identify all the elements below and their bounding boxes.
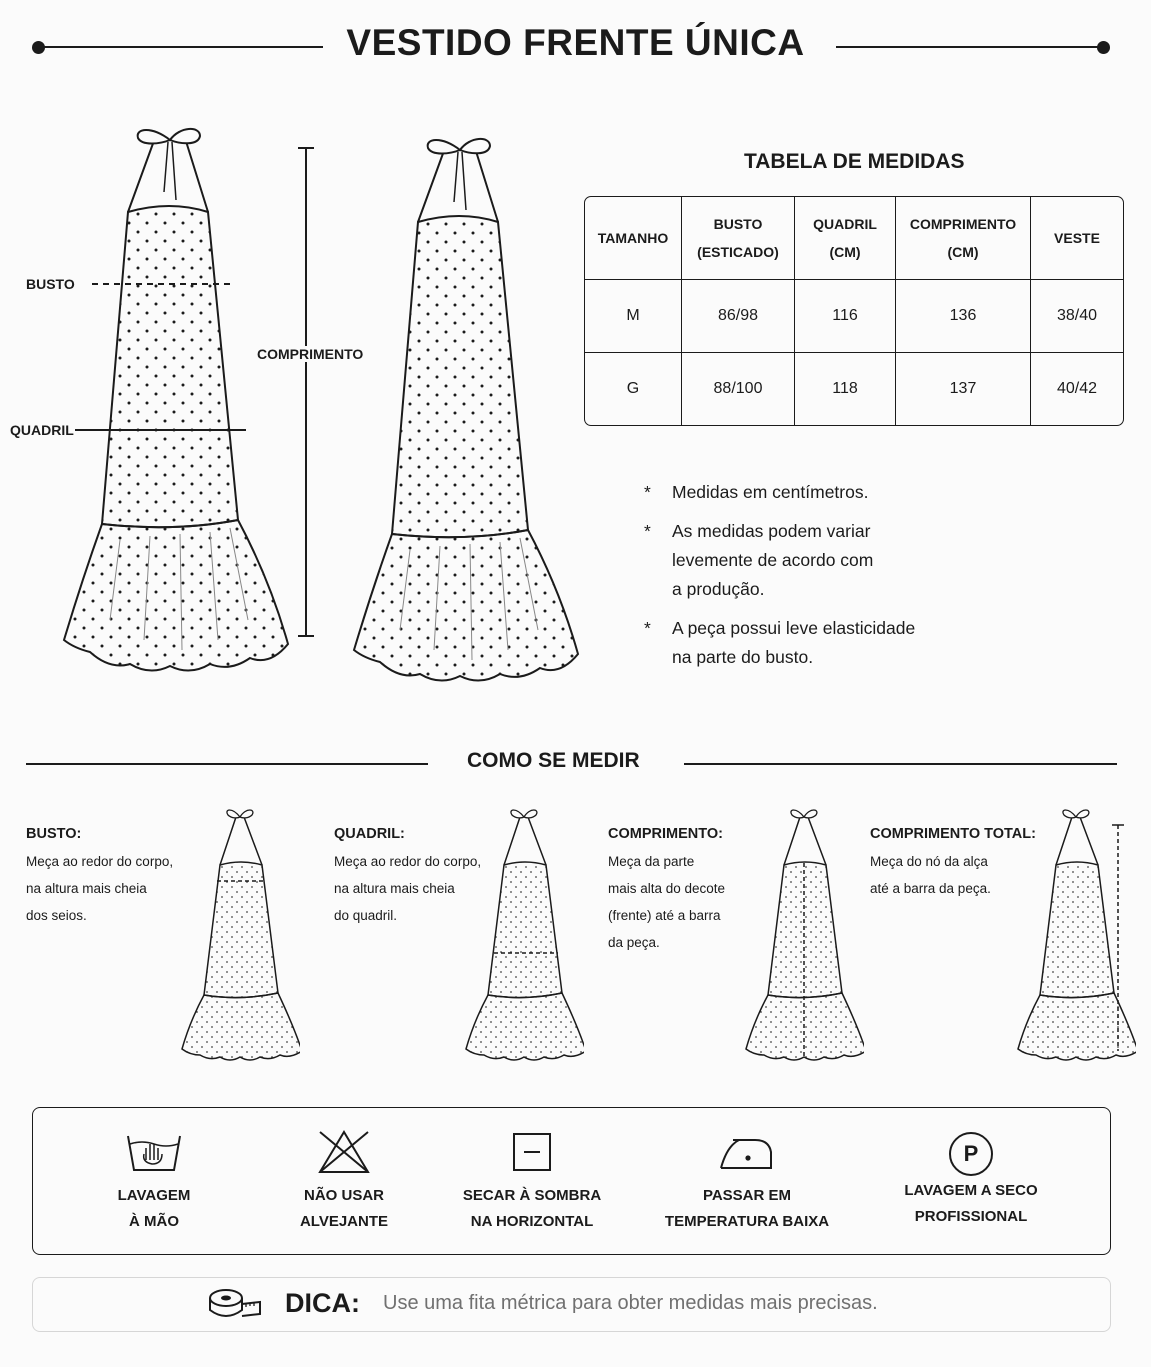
cell-quadril: 118 — [795, 353, 896, 425]
page-title: VESTIDO FRENTE ÚNICA — [346, 22, 805, 63]
cell-size: G — [585, 353, 682, 425]
measure-busto: BUSTO: Meça ao redor do corpo, na altura… — [26, 826, 196, 929]
table-row: G 88/100 118 137 40/42 — [585, 353, 1123, 425]
measure-heading: COMPRIMENTO TOTAL: — [870, 826, 1036, 842]
measure-comprimento: COMPRIMENTO: Meça da parte mais alta do … — [608, 826, 778, 956]
title-rule-right-dot — [1097, 41, 1110, 54]
care-label: TEMPERATURA BAIXA — [664, 1213, 830, 1230]
dress-back-illustration — [353, 137, 579, 682]
note-item: * Medidas em centímetros. — [644, 478, 974, 507]
small-dress-comprimento-total — [1017, 809, 1136, 1061]
cell-veste: 40/42 — [1056, 380, 1098, 397]
measure-heading: COMPRIMENTO: — [608, 826, 723, 842]
header-comprimento: COMPRIMENTO(CM) — [896, 197, 1031, 280]
measure-text: Meça ao redor do corpo, na altura mais c… — [334, 854, 482, 923]
care-label: NÃO USAR — [303, 1187, 384, 1204]
measure-heading: BUSTO: — [26, 826, 82, 842]
how-to-measure-rule-right — [684, 763, 1117, 765]
size-table: TAMANHO BUSTO(ESTICADO) QUADRIL(CM) COMP… — [584, 196, 1124, 426]
note-line: levemente de acordo com — [672, 550, 874, 570]
note-line: Medidas em centímetros. — [672, 482, 869, 502]
header-veste: VESTE — [1031, 197, 1123, 280]
cell-size: M — [585, 280, 682, 353]
how-to-measure-rule-left — [26, 763, 428, 765]
care-label: PASSAR EM — [702, 1187, 792, 1204]
dry-flat-shade-icon — [513, 1133, 551, 1171]
iron-low-icon — [720, 1139, 772, 1169]
dry-clean-p-icon: P — [949, 1132, 993, 1176]
tip-text: Use uma fita métrica para obter medidas … — [383, 1292, 878, 1314]
cell-veste: 38/40 — [1031, 280, 1123, 353]
no-bleach-icon — [318, 1130, 370, 1173]
care-no-bleach: NÃO USAR ALVEJANTE — [274, 1130, 414, 1235]
care-label: LAVAGEM A SECO — [904, 1182, 1038, 1199]
small-dress-busto — [181, 809, 300, 1061]
note-line: A peça possui leve elasticidade — [672, 618, 916, 638]
note-line: na parte do busto. — [672, 647, 814, 667]
note-bullet: * — [644, 618, 651, 638]
measure-guides — [75, 147, 314, 637]
title-rule-left — [40, 46, 323, 48]
care-instructions — [32, 1107, 1111, 1255]
title-rule-right — [836, 46, 1104, 48]
comprimento-label: COMPRIMENTO — [255, 346, 366, 362]
care-dry-flat: SECAR À SOMBRA NA HORIZONTAL — [452, 1130, 612, 1235]
hand-wash-icon — [127, 1135, 181, 1171]
note-line: a produção. — [672, 579, 765, 599]
small-dress-comprimento — [745, 809, 864, 1061]
note-item: * As medidas podem variar levemente de a… — [644, 517, 974, 604]
note-bullet: * — [644, 482, 651, 502]
care-label: À MÃO — [129, 1213, 179, 1230]
care-iron-low: PASSAR EM TEMPERATURA BAIXA — [658, 1130, 836, 1235]
care-label: NA HORIZONTAL — [470, 1213, 594, 1230]
how-to-measure-title: COMO SE MEDIR — [467, 749, 640, 772]
header-tamanho: TAMANHO — [585, 197, 682, 280]
cell-busto: 86/98 — [682, 280, 795, 353]
note-bullet: * — [644, 521, 651, 541]
measure-text: Meça da parte mais alta do decote (frent… — [608, 854, 726, 950]
measuring-tape-icon — [209, 1289, 261, 1317]
title-rule-left-dot — [32, 41, 45, 54]
measure-heading: QUADRIL: — [334, 826, 405, 842]
cell-comprimento: 137 — [896, 353, 1031, 425]
cell-comprimento: 136 — [896, 280, 1031, 353]
size-table-header-row: TAMANHO BUSTO(ESTICADO) QUADRIL(CM) COMP… — [585, 197, 1123, 280]
size-table-title: TABELA DE MEDIDAS — [744, 150, 965, 173]
quadril-label: QUADRIL — [10, 422, 74, 438]
note-line: As medidas podem variar — [672, 521, 871, 541]
measure-comprimento-total: COMPRIMENTO TOTAL: Meça do nó da alça at… — [870, 826, 1040, 902]
care-dry-clean: P LAVAGEM A SECO PROFISSIONAL — [890, 1130, 1052, 1230]
care-label: PROFISSIONAL — [914, 1208, 1028, 1225]
measure-quadril: QUADRIL: Meça ao redor do corpo, na altu… — [334, 826, 504, 929]
header-busto: BUSTO(ESTICADO) — [682, 197, 795, 280]
cell-busto: 88/100 — [682, 353, 795, 425]
measure-text: Meça do nó da alça até a barra da peça. — [870, 854, 991, 896]
measure-text: Meça ao redor do corpo, na altura mais c… — [26, 854, 174, 923]
busto-label: BUSTO — [26, 276, 75, 292]
header-quadril: QUADRIL(CM) — [795, 197, 896, 280]
care-label: ALVEJANTE — [299, 1213, 389, 1230]
notes-list: * Medidas em centímetros. * As medidas p… — [644, 478, 974, 682]
note-item: * A peça possui leve elasticidade na par… — [644, 614, 974, 672]
care-label: LAVAGEM — [117, 1187, 191, 1204]
tip-box — [32, 1277, 1111, 1332]
care-label: SECAR À SOMBRA — [462, 1187, 602, 1204]
tip-label: DICA: — [285, 1288, 360, 1318]
cell-quadril: 116 — [795, 280, 896, 353]
table-row: M 86/98 116 136 38/40 — [585, 280, 1123, 353]
small-dress-quadril — [465, 809, 584, 1061]
care-hand-wash: LAVAGEM À MÃO — [84, 1130, 224, 1235]
